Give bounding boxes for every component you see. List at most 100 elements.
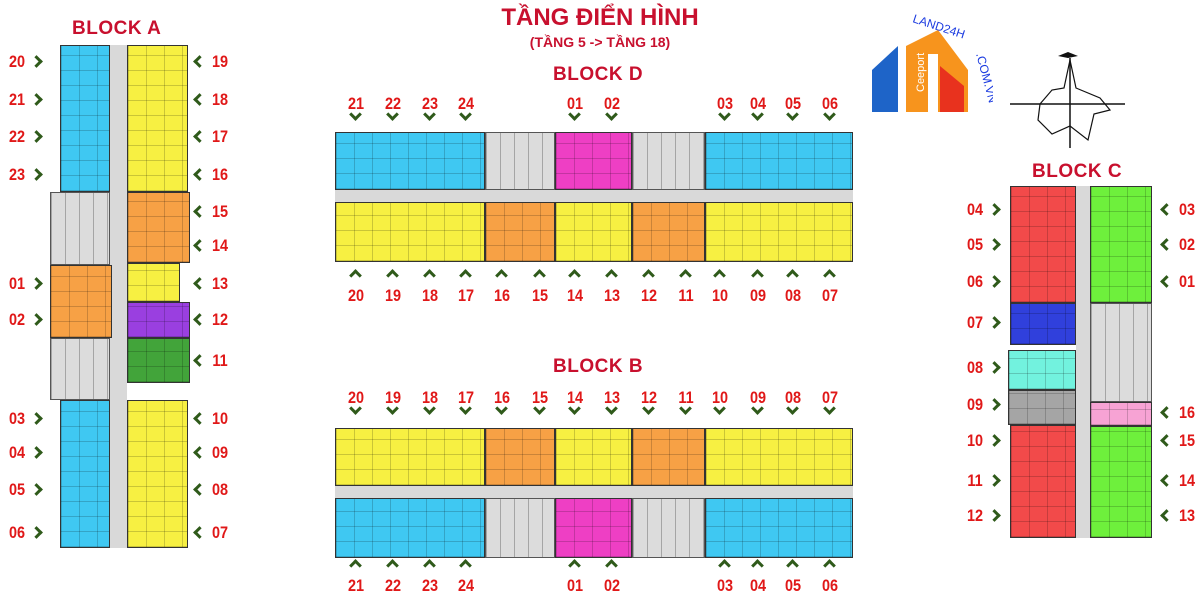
chevron-right-icon: [988, 474, 1001, 487]
unit-label-d: 07: [821, 286, 839, 305]
unit-label-b: 05: [784, 576, 802, 595]
unit-label-c: 10: [966, 431, 984, 450]
unit-label-d: 05: [784, 94, 802, 113]
apartment-unit: [555, 202, 632, 262]
unit-label-a: 11: [212, 351, 228, 370]
unit-label-a: 15: [211, 202, 229, 221]
apartment-unit: [60, 45, 110, 192]
unit-label-a: 04: [8, 443, 26, 462]
unit-label-a: 13: [211, 274, 229, 293]
unit-label-c: 11: [967, 471, 983, 490]
chevron-up-icon: [679, 269, 692, 282]
unit-label-c: 07: [966, 313, 984, 332]
chevron-up-icon: [605, 269, 618, 282]
chevron-left-icon: [193, 55, 206, 68]
apartment-unit: [127, 338, 190, 383]
logo-buildings-icon: Ceeport LAND24H .COM.VN: [872, 12, 1000, 112]
chevron-left-icon: [193, 205, 206, 218]
apartment-unit: [705, 498, 853, 558]
chevron-left-icon: [193, 412, 206, 425]
unit-label-a: 02: [8, 310, 26, 329]
chevron-up-icon: [495, 269, 508, 282]
unit-label-b: 04: [749, 576, 767, 595]
unit-label-c: 14: [1178, 471, 1196, 490]
block-c-title: BLOCK C: [1032, 161, 1123, 182]
apartment-unit: [705, 202, 853, 262]
chevron-right-icon: [988, 398, 1001, 411]
unit-label-d: 03: [716, 94, 734, 113]
apartment-unit: [1090, 402, 1152, 426]
chevron-right-icon: [30, 168, 43, 181]
elevator-stair-core: [485, 498, 555, 558]
chevron-left-icon: [193, 313, 206, 326]
unit-label-b: 07: [821, 388, 839, 407]
unit-label-b: 12: [640, 388, 658, 407]
chevron-up-icon: [751, 559, 764, 572]
chevron-right-icon: [30, 526, 43, 539]
unit-label-a: 08: [211, 480, 229, 499]
chevron-right-icon: [988, 238, 1001, 251]
chevron-up-icon: [786, 559, 799, 572]
chevron-right-icon: [988, 361, 1001, 374]
chevron-right-icon: [30, 446, 43, 459]
chevron-right-icon: [988, 275, 1001, 288]
unit-label-b: 18: [421, 388, 439, 407]
chevron-up-icon: [823, 559, 836, 572]
chevron-up-icon: [459, 269, 472, 282]
unit-label-d: 17: [457, 286, 475, 305]
apartment-unit: [1010, 425, 1076, 538]
block-a-title: BLOCK A: [72, 18, 162, 39]
unit-label-d: 14: [566, 286, 584, 305]
chevron-up-icon: [823, 269, 836, 282]
unit-label-c: 13: [1178, 506, 1196, 525]
unit-label-c: 01: [1178, 272, 1196, 291]
apartment-unit: [127, 400, 188, 548]
unit-label-d: 06: [821, 94, 839, 113]
chevron-up-icon: [349, 269, 362, 282]
unit-label-a: 22: [8, 127, 26, 146]
apartment-unit: [1008, 390, 1076, 425]
unit-label-d: 16: [493, 286, 511, 305]
chevron-up-icon: [459, 559, 472, 572]
apartment-unit: [555, 428, 632, 486]
chevron-up-icon: [533, 269, 546, 282]
unit-label-b: 03: [716, 576, 734, 595]
unit-label-c: 02: [1178, 235, 1196, 254]
unit-label-c: 05: [966, 235, 984, 254]
unit-label-b: 11: [678, 388, 694, 407]
unit-label-b: 21: [347, 576, 365, 595]
apartment-unit: [335, 498, 485, 558]
unit-label-a: 05: [8, 480, 26, 499]
apartment-unit: [705, 132, 853, 190]
chevron-up-icon: [568, 269, 581, 282]
chevron-up-icon: [718, 559, 731, 572]
unit-label-a: 20: [8, 52, 26, 71]
unit-label-d: 18: [421, 286, 439, 305]
chevron-up-icon: [751, 269, 764, 282]
corridor: [335, 190, 853, 202]
unit-label-a: 01: [8, 274, 26, 293]
unit-label-a: 14: [211, 236, 229, 255]
unit-label-c: 09: [966, 395, 984, 414]
unit-label-d: 22: [384, 94, 402, 113]
unit-label-c: 12: [966, 506, 984, 525]
apartment-unit: [1008, 350, 1076, 390]
unit-label-a: 19: [211, 52, 229, 71]
unit-label-d: 10: [711, 286, 729, 305]
block-b-title: BLOCK B: [553, 356, 644, 377]
page-subtitle: (TẦNG 5 -> TẦNG 18): [529, 34, 671, 50]
unit-label-c: 08: [966, 358, 984, 377]
chevron-right-icon: [30, 55, 43, 68]
chevron-up-icon: [605, 559, 618, 572]
apartment-unit: [485, 202, 555, 262]
chevron-up-icon: [713, 269, 726, 282]
chevron-right-icon: [988, 316, 1001, 329]
chevron-right-icon: [30, 313, 43, 326]
unit-label-d: 08: [784, 286, 802, 305]
apartment-unit: [50, 265, 112, 338]
compass-rose-icon: [1010, 52, 1125, 148]
unit-label-d: 04: [749, 94, 767, 113]
apartment-unit: [705, 428, 853, 486]
chevron-up-icon: [786, 269, 799, 282]
unit-label-d: 12: [640, 286, 658, 305]
